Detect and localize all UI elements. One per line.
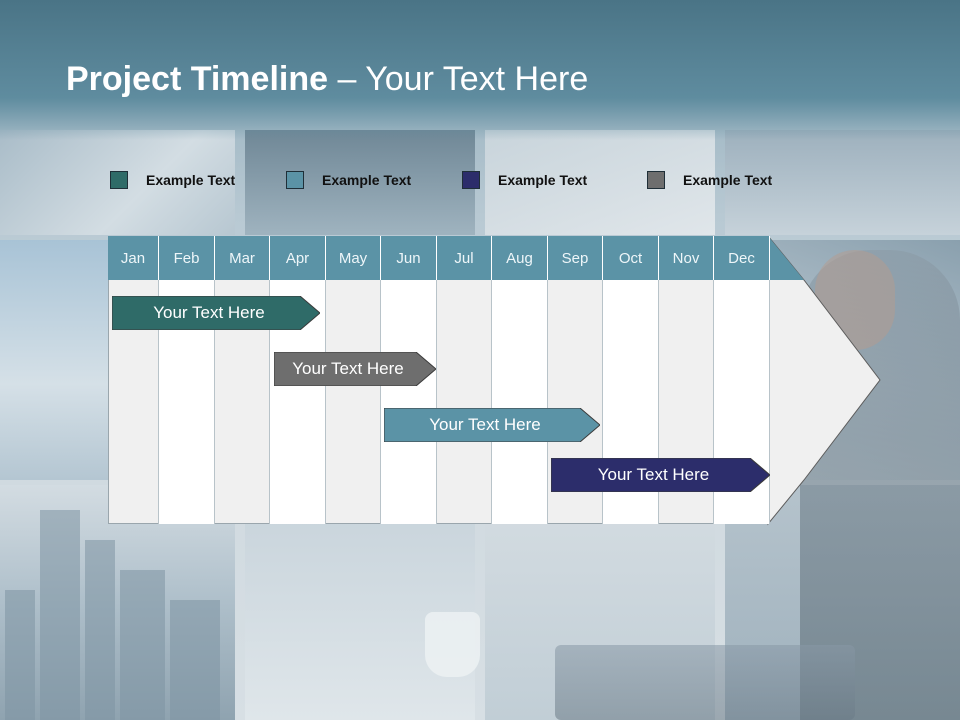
page-title: Project Timeline – Your Text Here [66,60,588,99]
month-header-jul: Jul [437,236,492,280]
skyline-building [5,590,35,720]
month-header-aug: Aug [492,236,548,280]
legend-label: Example Text [146,172,236,188]
month-column [159,236,215,524]
photo-tile-office [485,130,715,235]
legend-swatch [110,171,128,189]
task-label: Your Text Here [153,303,265,322]
month-column [492,236,548,524]
month-header-jan: Jan [108,236,159,280]
month-header-oct: Oct [603,236,659,280]
legend-item: Example Text [110,170,235,190]
coffee-cup-figure [425,612,480,677]
month-column [108,236,159,524]
page-title-rest: – Your Text Here [328,60,589,98]
legend-label: Example Text [498,172,588,188]
skyline-building [170,600,220,720]
month-header-mar: Mar [215,236,270,280]
month-column [548,236,603,524]
task-label: Your Text Here [292,359,404,378]
legend-swatch [647,171,665,189]
skyline-building [40,510,80,720]
task-arrow-shape [551,458,770,492]
legend-item: Example Text [647,170,772,190]
skyline-building [85,540,115,720]
task-arrow-shape [112,296,320,330]
month-header-jun: Jun [381,236,437,280]
month-header-nov: Nov [659,236,714,280]
task-label: Your Text Here [429,415,541,434]
skyline-building [120,570,165,720]
header-band: Project Timeline – Your Text Here [0,0,960,140]
task-label: Your Text Here [597,465,710,484]
month-column [215,236,270,524]
task-arrow-shape [274,352,436,386]
photo-tile-city [245,130,475,235]
legend-swatch [286,171,304,189]
month-header-apr: Apr [270,236,326,280]
task-arrow-shape [384,408,600,442]
laptop-figure [555,645,855,720]
month-header-feb: Feb [159,236,215,280]
legend-item: Example Text [286,170,411,190]
legend-label: Example Text [322,172,412,188]
photo-tile-meeting [0,240,108,480]
legend-item: Example Text [462,170,587,190]
month-header-may: May [326,236,381,280]
month-column [437,236,492,524]
month-column [659,236,714,524]
month-header-sep: Sep [548,236,603,280]
task-arrow[interactable]: Your Text Here [112,296,320,330]
task-arrow[interactable]: Your Text Here [551,458,770,492]
month-header-dec: Dec [714,236,770,280]
photo-tile-businessman [725,130,960,235]
legend-swatch [462,171,480,189]
legend-label: Example Text [683,172,773,188]
photo-tile-laptop [245,485,475,720]
task-arrow[interactable]: Your Text Here [274,352,436,386]
task-arrow[interactable]: Your Text Here [384,408,600,442]
page-title-bold: Project Timeline [66,60,329,98]
